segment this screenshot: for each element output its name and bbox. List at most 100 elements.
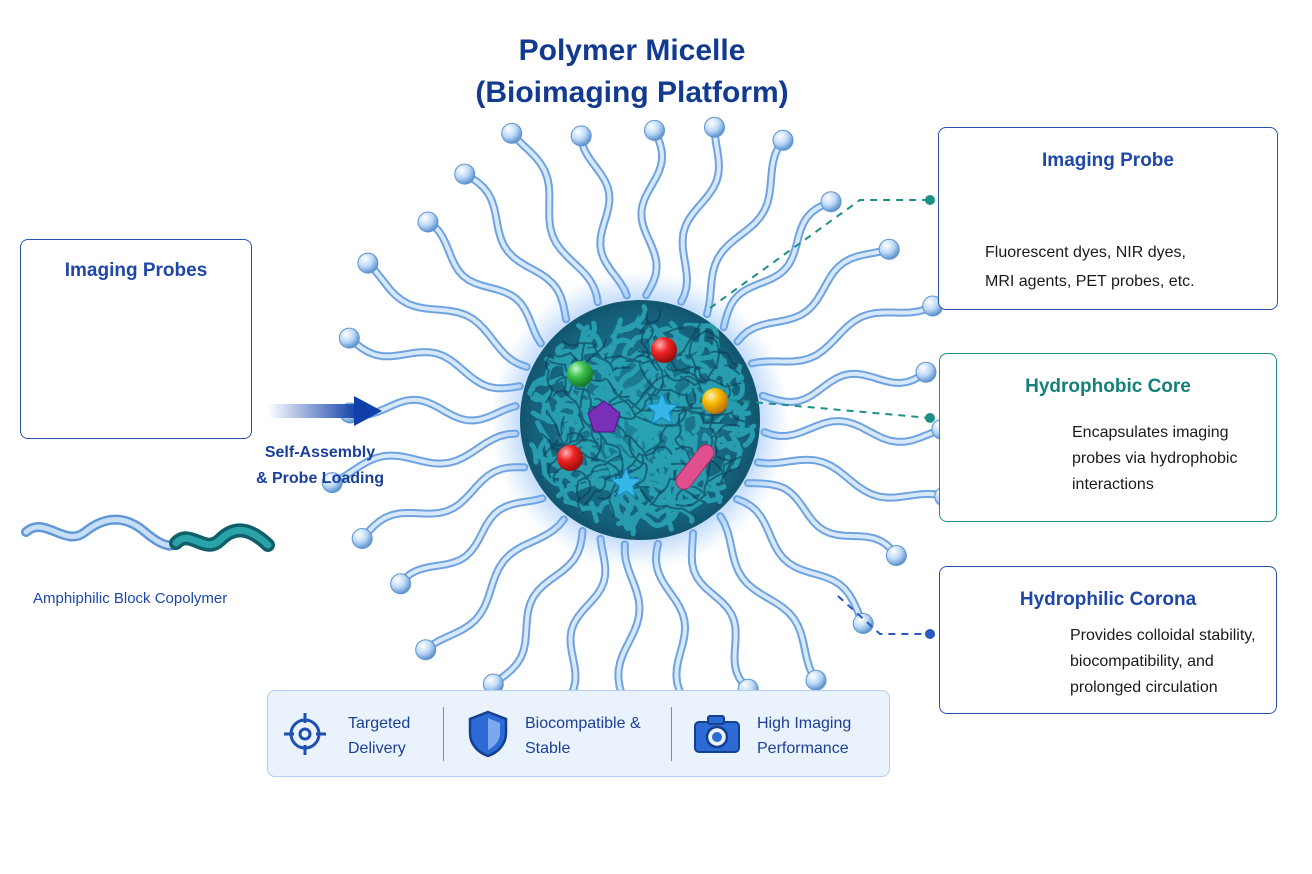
hydrophobic-core-desc-3: interactions <box>1072 476 1154 493</box>
corona-chain-highlight <box>718 514 818 683</box>
core-polymer-strand <box>666 325 699 334</box>
imaging-probe-desc-1: Fluorescent dyes, NIR dyes, <box>985 244 1186 261</box>
corona-chain-highlight <box>398 496 545 586</box>
imaging-probes-panel: Imaging Probes <box>20 239 252 439</box>
core-polymer-strand <box>527 375 565 396</box>
corona-chain-highlight <box>360 465 527 541</box>
title-line-1: Polymer Micelle <box>518 34 746 67</box>
core-polymer-strand <box>639 308 662 335</box>
corona-end-group <box>878 238 900 260</box>
feature-high-imaging: High Imaging Performance <box>757 711 851 761</box>
corona-chain-highlight <box>760 370 928 405</box>
core-polymer-strand <box>562 340 630 373</box>
copolymer-label: Amphiphilic Block Copolymer <box>33 590 228 607</box>
corona-chain-highlight <box>423 517 566 652</box>
hydrophobic-core <box>520 300 760 540</box>
hydrophilic-corona-desc-2: biocompatibility, and <box>1070 653 1214 670</box>
core-polymer-strand <box>722 456 742 482</box>
copolymer-chain <box>21 514 275 552</box>
core-polymer-strand <box>701 435 741 451</box>
core-polymer-strand <box>589 500 600 524</box>
corona-end-group <box>915 361 937 383</box>
feature-1-line-1: Targeted <box>348 715 411 732</box>
core-polymer-strand <box>645 310 655 344</box>
target-icon <box>284 713 326 755</box>
corona-chain-highlight <box>426 220 543 346</box>
hydrophilic-corona <box>321 116 956 745</box>
core-polymer-strand <box>679 336 720 387</box>
core-polymer-strand <box>596 449 656 500</box>
core-polymer-strand <box>584 473 650 505</box>
core-polymer-strand <box>685 484 727 495</box>
corona-chain-highlight <box>749 304 935 366</box>
corona-end-group <box>644 119 665 141</box>
corona-chain-highlight <box>579 133 629 298</box>
core-polymer-strand <box>688 330 720 390</box>
corona-chain-highlight <box>705 138 785 317</box>
core-polymer-strand <box>638 359 694 409</box>
core-pentagon-probe <box>587 400 621 433</box>
core-polymer-strand <box>628 476 697 518</box>
feature-1-line-2: Delivery <box>348 740 406 757</box>
process-arrow-shaft <box>268 404 358 418</box>
process-label-line-2: & Probe Loading <box>256 470 384 487</box>
core-probes <box>557 337 728 498</box>
imaging-probe-callout: Imaging Probe Fluorescent dyes, NIR dyes… <box>938 127 1278 310</box>
feature-bar: Targeted Delivery Biocompatible & Stable… <box>267 690 890 777</box>
corona-end-group <box>338 327 360 349</box>
corona-chain <box>747 302 937 368</box>
hydrophilic-corona-title: Hydrophilic Corona <box>1019 589 1197 610</box>
corona-end-group <box>357 252 379 274</box>
process-label: Self-Assembly & Probe Loading <box>240 440 400 492</box>
core-polymer-strand <box>618 304 648 334</box>
core-polymer-strand <box>691 485 707 496</box>
hydrophilic-corona-desc-1: Provides colloidal stability, <box>1070 627 1256 644</box>
imaging-probe-title: Imaging Probe <box>1042 150 1174 171</box>
corona-chain-highlight <box>762 418 944 444</box>
core-polymer-strand <box>705 423 740 485</box>
corona-end-group <box>570 125 592 147</box>
feature-3-line-2: Performance <box>757 740 849 757</box>
core-polymer-strand <box>652 387 697 456</box>
core-yellow-probe <box>702 388 728 414</box>
core-polymer-strand <box>675 466 741 507</box>
corona-chain-highlight <box>689 531 751 692</box>
corona-chain-highlight <box>735 247 892 344</box>
feature-divider-2 <box>671 707 672 761</box>
core-polymer-strand <box>545 353 554 404</box>
process-arrow-head <box>354 396 382 426</box>
core-polymer-strand <box>735 423 757 438</box>
imaging-probe-desc-2: MRI agents, PET probes, etc. <box>985 273 1195 290</box>
core-star-probe-2 <box>609 466 643 498</box>
core-polymer-strand <box>566 464 655 489</box>
feature-2-line-1: Biocompatible & <box>525 715 641 732</box>
feature-biocompatible-stable: Biocompatible & Stable <box>525 711 641 761</box>
core-polymer-strand <box>530 389 566 408</box>
corona-chain-highlight <box>365 261 529 369</box>
core-polymer-strand <box>670 323 702 363</box>
corona-end-group <box>772 129 794 151</box>
corona-end-group <box>351 528 373 549</box>
corona-end-group <box>454 163 476 185</box>
feature-divider-1 <box>443 707 444 761</box>
core-polymer-strand <box>553 351 583 366</box>
core-polymer-strand <box>634 494 723 518</box>
corona-chain-highlight <box>639 128 665 298</box>
corona-chain-highlight <box>462 172 569 322</box>
connector-imaging-probe <box>709 199 930 309</box>
hydrophilic-corona-desc-3: prolonged circulation <box>1070 679 1218 696</box>
corona-end-group <box>885 545 907 566</box>
corona-chain-highlight <box>347 336 522 391</box>
camera-icon <box>694 715 740 753</box>
core-red-probe <box>651 337 677 363</box>
corona-chain-highlight <box>653 541 699 719</box>
corona-end-group <box>501 122 523 144</box>
core-polymer-strand <box>631 373 700 409</box>
corona-chain <box>733 495 868 628</box>
corona-end-group <box>390 573 412 595</box>
imaging-probes-title: Imaging Probes <box>64 260 208 281</box>
core-polymer-strand <box>608 499 615 518</box>
diagram-title: Polymer Micelle (Bioimaging Platform) <box>0 30 1264 114</box>
corona-end-group <box>321 472 343 494</box>
